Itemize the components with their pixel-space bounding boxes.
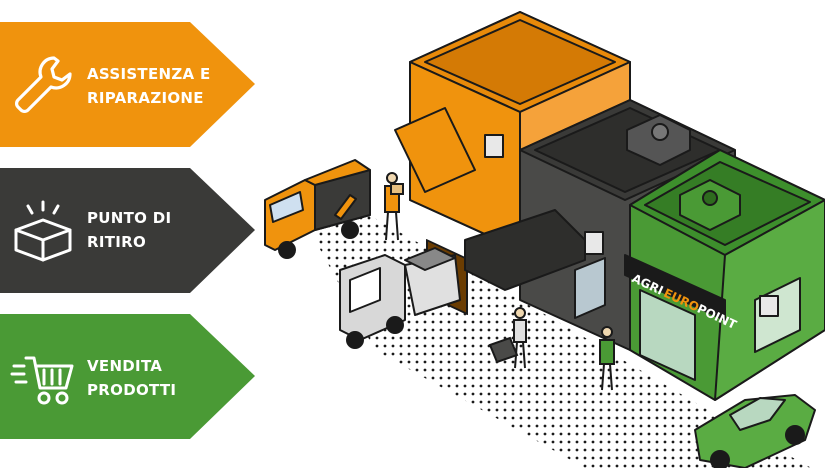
service-label: ASSISTENZA E RIPARAZIONE	[87, 62, 211, 110]
delivery-van	[264, 159, 371, 259]
pickup-label-line-1: PUNTO DI	[87, 209, 172, 227]
pickup-banner: PUNTO DI RITIRO	[0, 168, 255, 293]
green-person	[599, 326, 615, 391]
green-building	[624, 149, 825, 401]
pickup-label: PUNTO DI RITIRO	[87, 206, 171, 254]
person-with-cart	[488, 307, 527, 369]
sales-banner-shape	[0, 314, 255, 439]
green-car	[694, 394, 816, 468]
orange-building	[394, 11, 631, 315]
service-banner-shape	[0, 22, 255, 147]
service-label-line-1: ASSISTENZA E	[87, 65, 211, 83]
worker-with-box	[384, 172, 404, 241]
service-label-line-2: RIPARAZIONE	[87, 89, 204, 107]
forklift	[339, 247, 461, 349]
pickup-label-line-2: RITIRO	[87, 233, 147, 251]
service-banner: ASSISTENZA E RIPARAZIONE	[0, 22, 255, 147]
store-illustration: AGRI EURO POINT	[264, 11, 825, 468]
wrench-icon	[15, 56, 72, 113]
cart-icon	[10, 356, 74, 405]
pickup-banner-shape	[0, 168, 255, 293]
package-icon	[14, 200, 72, 262]
sales-label-line-2: PRODOTTI	[87, 381, 177, 399]
sales-label: VENDITA PRODOTTI	[87, 354, 176, 402]
sales-label-line-1: VENDITA	[87, 357, 163, 375]
sales-banner: VENDITA PRODOTTI	[0, 314, 255, 439]
